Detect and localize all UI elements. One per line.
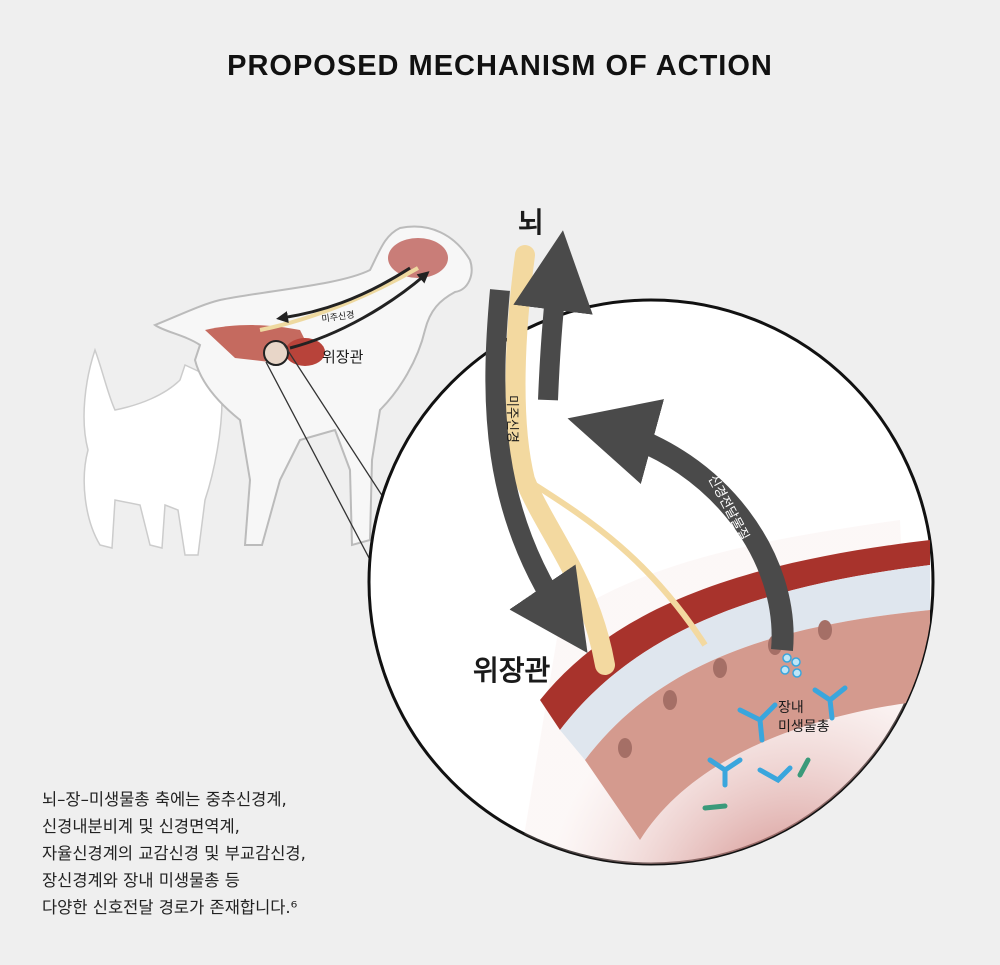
microbiota-label-2: 미생물총: [778, 719, 830, 735]
dog-brain: [388, 238, 448, 278]
dog-outline: [152, 225, 473, 547]
caption-line: 다양한 신호전달 경로가 존재합니다.⁶: [42, 898, 298, 917]
caption-line: 뇌–장–미생물총 축에는 중추신경계,: [42, 790, 287, 809]
neurotransmitter-arrow: [567, 399, 794, 651]
dog-zoom-circle: [263, 340, 289, 366]
brain-label: 뇌: [518, 206, 544, 239]
vagus-nerve-label: 미주신경: [504, 395, 519, 443]
microbiota-label-1: 장내: [778, 700, 804, 716]
dog-stomach: [285, 338, 325, 366]
dog-gi-label: 위장관: [322, 348, 364, 366]
caption-line: 장신경계와 장내 미생물총 등: [42, 871, 240, 890]
gi-tract-label: 위장관: [473, 654, 551, 687]
diagram-title: PROPOSED MECHANISM OF ACTION: [227, 50, 773, 82]
efferent-arrow: [485, 289, 588, 654]
caption-text: 뇌–장–미생물총 축에는 중추신경계, 신경내분비계 및 신경면역계, 자율신경…: [42, 786, 306, 921]
dog-afferent-arrow: [289, 271, 430, 350]
afferent-arrow: [513, 230, 593, 401]
epithelium: [585, 610, 930, 840]
cat-silhouette: [83, 347, 230, 556]
microbiota: [707, 685, 848, 788]
dog-efferent-arrow: [276, 266, 411, 323]
caption-line: 신경내분비계 및 신경면역계,: [42, 817, 240, 836]
caption-line: 자율신경계의 교감신경 및 부교감신경,: [42, 844, 306, 863]
blood-vessel: [540, 540, 930, 730]
